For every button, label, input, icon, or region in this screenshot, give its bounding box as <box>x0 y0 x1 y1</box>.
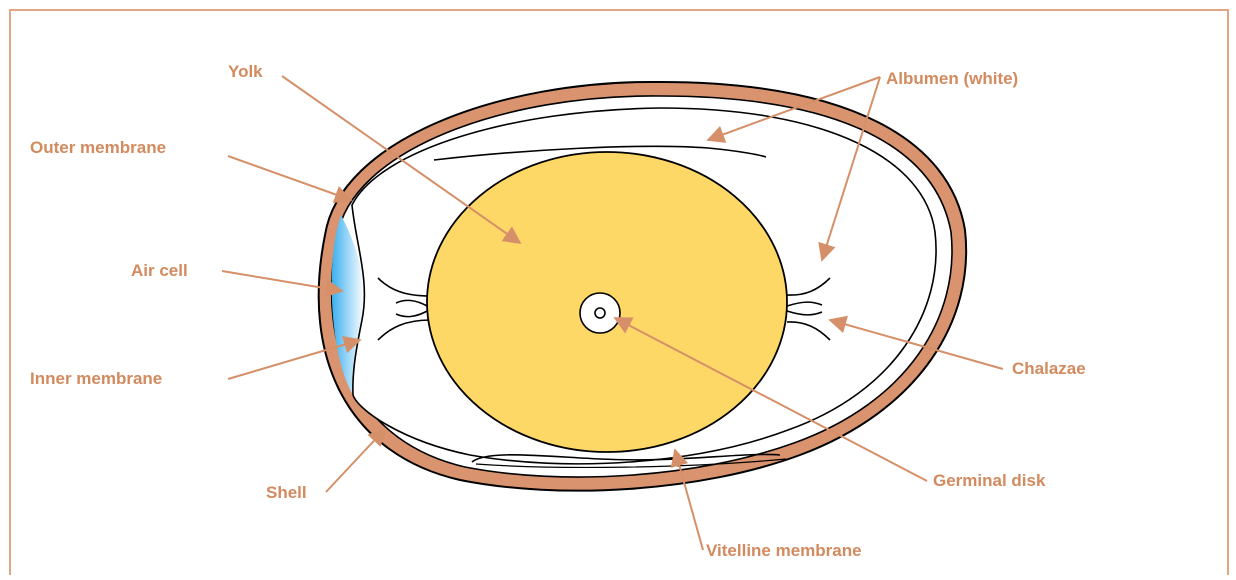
label-germinal-disk: Germinal disk <box>933 471 1046 490</box>
shell-leader-line <box>326 429 385 492</box>
label-shell: Shell <box>266 483 307 502</box>
outer-membrane-leader-line <box>228 156 351 200</box>
label-vitelline-membrane: Vitelline membrane <box>706 541 862 560</box>
label-chalazae: Chalazae <box>1012 359 1086 378</box>
germinal-disk-inner <box>595 308 605 318</box>
label-yolk: Yolk <box>228 62 263 81</box>
label-albumen: Albumen (white) <box>886 69 1018 88</box>
label-inner-membrane: Inner membrane <box>30 369 162 388</box>
label-outer-membrane: Outer membrane <box>30 138 166 157</box>
label-air-cell: Air cell <box>131 261 188 280</box>
